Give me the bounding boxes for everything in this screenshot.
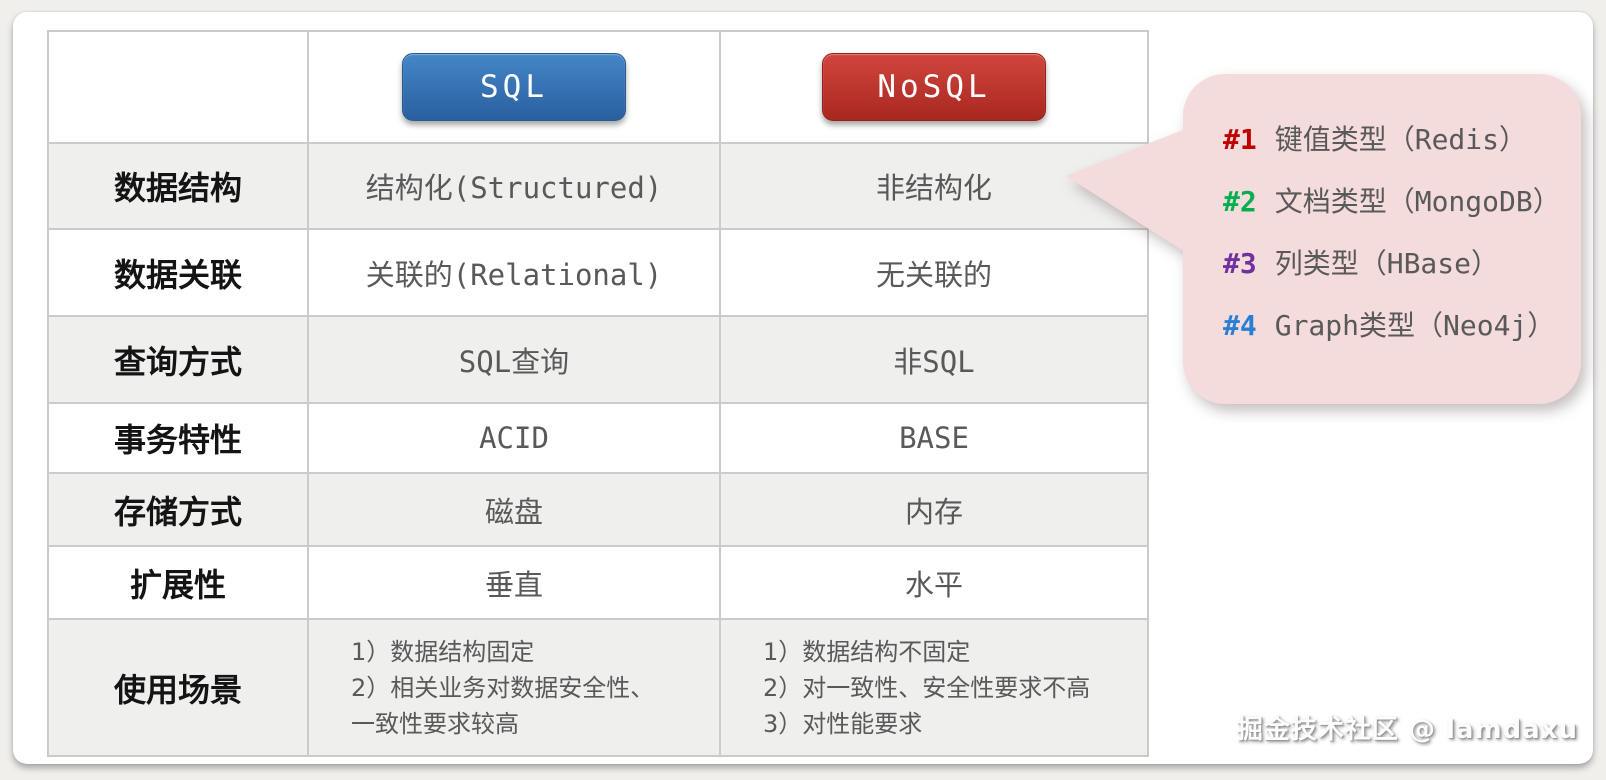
callout-item-redis: #1 键值类型（Redis） — [1223, 118, 1581, 180]
row-label-storage: 存储方式 — [49, 474, 309, 547]
nosql-value-scalability: 水平 — [721, 547, 1147, 620]
row-label-query-method: 查询方式 — [49, 317, 309, 404]
sql-value-storage: 磁盘 — [309, 474, 721, 547]
nosql-value-data-structure: 非结构化 — [721, 144, 1147, 230]
callout-item-text: 列类型（HBase） — [1274, 247, 1500, 280]
nosql-value-data-relation: 无关联的 — [721, 230, 1147, 317]
callout-item-neo4j: #4 Graph类型（Neo4j） — [1223, 304, 1581, 366]
row-label-scalability: 扩展性 — [49, 547, 309, 620]
callout-item-number: #1 — [1223, 123, 1257, 156]
sql-value-transaction: ACID — [309, 404, 721, 474]
sql-value-query-method: SQL查询 — [309, 317, 721, 404]
sql-value-data-relation: 关联的(Relational) — [309, 230, 721, 317]
sql-nosql-comparison-table: SQL NoSQL 数据结构 结构化(Structured) 非结构化 数据关联… — [47, 30, 1149, 757]
callout-item-number: #3 — [1223, 247, 1257, 280]
callout-item-number: #4 — [1223, 309, 1257, 342]
row-label-use-cases: 使用场景 — [49, 620, 309, 755]
nosql-value-query-method: 非SQL — [721, 317, 1147, 404]
callout-item-number: #2 — [1223, 185, 1257, 218]
nosql-value-storage: 内存 — [721, 474, 1147, 547]
row-label-transaction: 事务特性 — [49, 404, 309, 474]
header-nosql-cell: NoSQL — [721, 32, 1147, 144]
callout-item-text: 文档类型（MongoDB） — [1274, 185, 1561, 218]
sql-value-scalability: 垂直 — [309, 547, 721, 620]
header-empty-cell — [49, 32, 309, 144]
row-label-data-relation: 数据关联 — [49, 230, 309, 317]
header-sql-cell: SQL — [309, 32, 721, 144]
callout-item-text: Graph类型（Neo4j） — [1274, 309, 1556, 342]
callout-item-hbase: #3 列类型（HBase） — [1223, 242, 1581, 304]
row-label-data-structure: 数据结构 — [49, 144, 309, 230]
nosql-value-transaction: BASE — [721, 404, 1147, 474]
nosql-header-badge: NoSQL — [822, 53, 1046, 121]
callout-item-mongodb: #2 文档类型（MongoDB） — [1223, 180, 1581, 242]
callout-item-text: 键值类型（Redis） — [1274, 123, 1528, 156]
sql-value-data-structure: 结构化(Structured) — [309, 144, 721, 230]
sql-value-use-cases: 1）数据结构固定 2）相关业务对数据安全性、 一致性要求较高 — [309, 620, 721, 755]
nosql-value-use-cases: 1）数据结构不固定 2）对一致性、安全性要求不高 3）对性能要求 — [721, 620, 1147, 755]
sql-header-badge: SQL — [402, 53, 626, 121]
watermark-credit: 掘金技术社区 @ lamdaxu — [1236, 715, 1578, 745]
callout-bubble: #1 键值类型（Redis） #2 文档类型（MongoDB） #3 列类型（H… — [1183, 74, 1581, 404]
